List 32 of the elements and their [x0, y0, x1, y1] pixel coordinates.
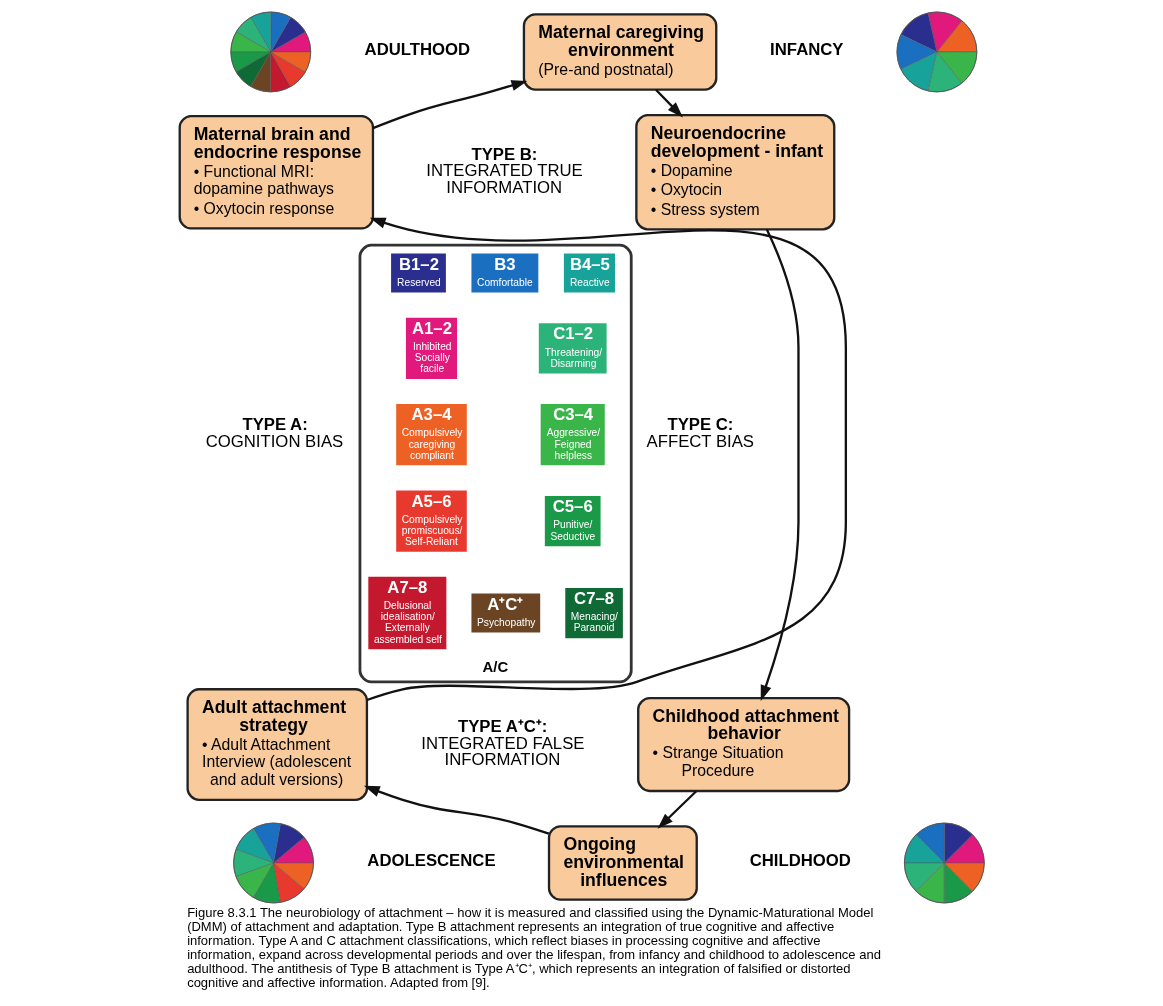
node-box: A⁺C⁺ Psychopathy — [469, 591, 542, 635]
label: TYPE C: AFFECT BIAS — [646, 415, 754, 452]
node-box: C1–2 Threatening/ Disarming — [536, 321, 608, 376]
node-box: Adult attachment strategy • Adult Attachment Interview (adolescent and adult versions) — [185, 688, 368, 801]
arrow — [372, 80, 527, 130]
node-box: A3–4 Compulsively caregiving compliant — [393, 402, 469, 468]
label: CHILDHOOD — [749, 851, 851, 871]
node-box: B1–2 Reserved — [388, 251, 448, 295]
arrow — [760, 228, 800, 702]
caption: Figure 8.3.1 The neurobiology of attachment – how it is measured and classified using the Dynamic-Maturational Model (DMM) of attachment and adaptation. Type B attachment represents an integration of true cognitive and affective information. Type A and C attachment classifications, which reflect biases in processing cognitive and affective information, expand across developmental periods and over the lifespan, from infancy and childhood to adolescence and adulthood. The antithesis of Type B attachment is Type A⁺C⁺, which represents an integration of falsified or distorted cognitive and affective information. Adapted from [9]. — [186, 905, 881, 990]
label: TYPE A⁺C⁺: INTEGRATED FALSE INFORMATION — [420, 716, 584, 770]
label: TYPE B: INTEGRATED TRUE INFORMATION — [425, 144, 583, 198]
arrow — [657, 790, 697, 829]
label: INFANCY — [769, 40, 844, 60]
node-box: B3 Comfortable — [469, 251, 540, 295]
node-box: B4–5 Reactive — [561, 251, 617, 295]
node-box: Childhood attachment behavior • Strange Situation Procedure — [636, 696, 850, 793]
label: TYPE A: COGNITION BIAS — [205, 415, 343, 452]
label: ADOLESCENCE — [366, 851, 496, 871]
node-box: Maternal brain and endocrine response • Functional MRI: dopamine pathways • Oxytocin response — [178, 114, 374, 230]
node-box: C3–4 Aggressive/ Feigned helpless — [538, 402, 607, 468]
node-box: Neuroendocrine development - infant • Dopamine • Oxytocin • Stress system — [634, 113, 835, 231]
arrow — [363, 785, 549, 835]
label: ADULTHOOD — [364, 40, 470, 60]
node-box: C5–6 Punitive/ Seductive — [542, 494, 602, 549]
node-box: A1–2 Inhibited Socially facile — [403, 315, 459, 381]
node-box: Ongoing environmental influences — [547, 825, 698, 901]
node-box: A5–6 Compulsively promiscuous/ Self-Reliant — [393, 488, 469, 554]
arrow — [654, 88, 683, 118]
node-box: C7–8 Menacing/ Paranoid — [562, 586, 625, 641]
node-box: Maternal caregiving environment (Pre-and postnatal) — [522, 13, 717, 91]
node-box: A7–8 Delusional idealisation/ Externally assembled self — [365, 575, 448, 652]
